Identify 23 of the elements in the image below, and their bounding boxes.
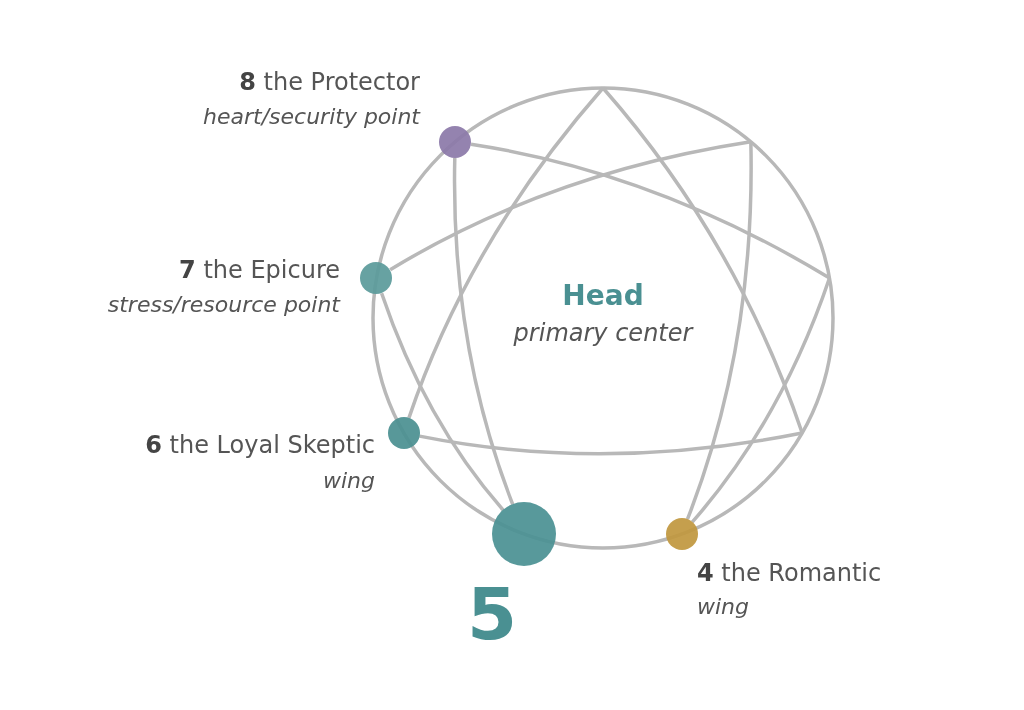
point-role: stress/resource point [107, 294, 340, 316]
point-dot [439, 125, 472, 158]
center-subtitle: primary center [513, 321, 693, 345]
point-number: 5 [466, 578, 518, 650]
point-label: 6 the Loyal Skeptic [145, 433, 375, 457]
point-label: 8 the Protector [239, 70, 420, 94]
connector-line [419, 431, 803, 456]
point-label: 7 the Epicure [179, 258, 340, 282]
point-role: heart/security point [203, 106, 420, 128]
connector-line [389, 140, 752, 272]
connector-line [407, 86, 605, 419]
connector-line [685, 141, 753, 520]
point-label: 4 the Romantic [697, 561, 882, 585]
point-role: wing [697, 596, 749, 618]
point-role: wing [323, 470, 375, 492]
point-dot [360, 262, 393, 295]
connector-line [452, 157, 515, 505]
connector-line [379, 292, 505, 512]
connector-line [470, 142, 831, 280]
point-dot [387, 417, 420, 449]
point-dot [665, 518, 698, 551]
center-title: Head [562, 282, 644, 310]
connector-line [690, 277, 832, 524]
